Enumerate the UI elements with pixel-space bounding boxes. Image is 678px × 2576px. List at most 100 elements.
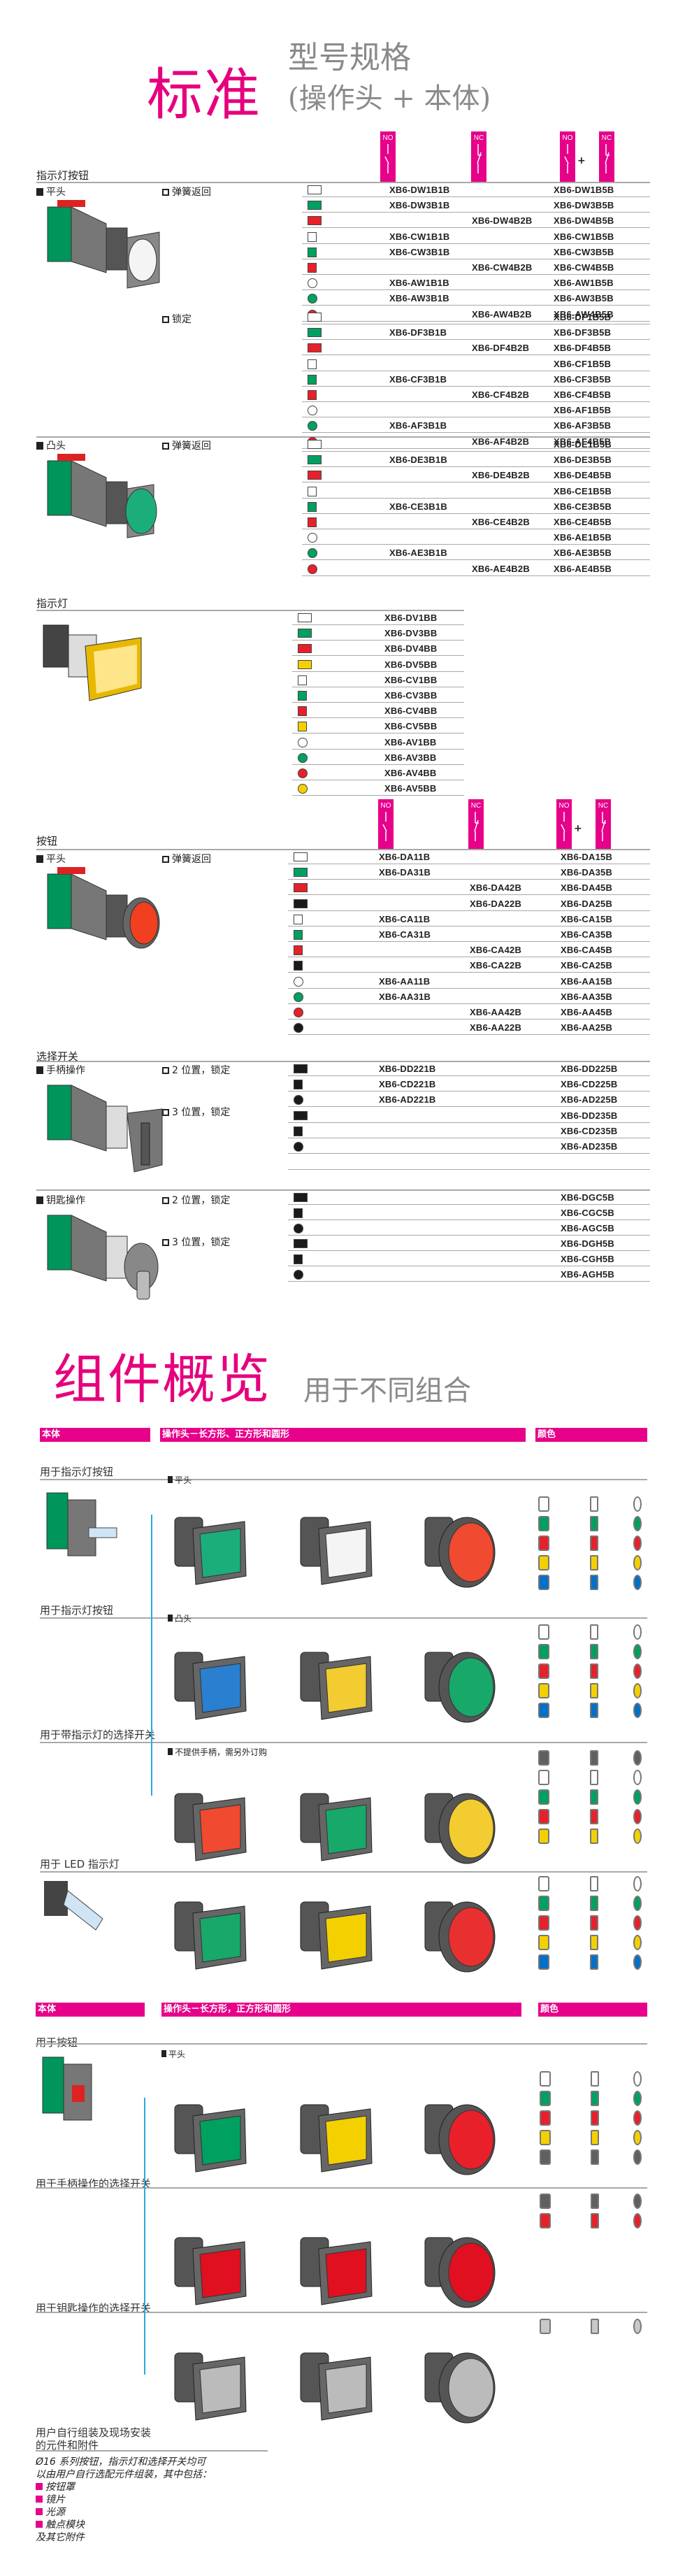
no-contact-header: NO	[556, 799, 572, 850]
part-number: XB6-AW3B1B	[389, 293, 449, 304]
white-sq-swatch-icon	[308, 486, 317, 496]
white-wide-swatch-icon	[298, 613, 312, 622]
blue-color-chip-icon	[590, 1703, 598, 1718]
red-sq-swatch-icon	[298, 706, 307, 717]
overview-title: 组件概览	[53, 1348, 271, 1410]
footer-item: 触点模块	[36, 2519, 212, 2531]
part-number: XB6-CA31B	[379, 929, 431, 940]
green-color-chip-icon	[633, 1789, 642, 1805]
two-position-label: 2 位置，锁定	[162, 1193, 230, 1207]
white-color-chip-icon	[540, 2071, 551, 2087]
part-number: XB6-AF4B5B	[554, 436, 612, 447]
part-number: XB6-CV1BB	[384, 674, 438, 685]
yellow-color-chip-icon	[538, 1683, 549, 1698]
green-circ-swatch-icon	[298, 752, 308, 763]
part-number: XB6-AV3BB	[384, 752, 437, 763]
bar-color: 颜色	[535, 1428, 647, 1442]
part-number: XB6-CV5BB	[384, 721, 438, 732]
overview-group-label: 用于手柄操作的选择开关	[36, 2177, 152, 2190]
part-number: XB6-CGC5B	[561, 1208, 614, 1219]
overview-group-sublabel: 凸头	[168, 1612, 192, 1624]
yellow-color-chip-icon	[538, 1935, 549, 1950]
nc-label: NC	[470, 802, 482, 810]
overview-group-sublabel: 不提供手柄，需另外订购	[168, 1746, 267, 1758]
part-number: XB6-DGC5B	[561, 1192, 614, 1203]
divider	[36, 1061, 650, 1062]
green-sq-swatch-icon	[308, 501, 317, 512]
part-number: XB6-CE4B5B	[554, 517, 612, 527]
blue-color-chip-icon	[590, 1954, 598, 1970]
red-color-chip-icon	[633, 1536, 642, 1551]
selector-key-image	[36, 1204, 169, 1312]
green-circ-swatch-icon	[308, 294, 317, 304]
white-color-chip-icon	[590, 1624, 598, 1640]
part-number: XB6-AE1B5B	[554, 532, 612, 543]
part-number: XB6-AE3B5B	[554, 548, 612, 559]
red-wide-swatch-icon	[308, 471, 322, 480]
overview-group-sublabel: 平头	[161, 2048, 185, 2060]
white-sq-swatch-icon	[308, 231, 317, 242]
divider	[36, 2043, 647, 2045]
table-row: XB6-DE1B5B	[302, 438, 650, 452]
footer-item: 镜片	[36, 2493, 212, 2506]
pushbutton-flush-image	[36, 863, 162, 964]
section-title-illuminated-pushbuttons: 指示灯按钮	[36, 169, 89, 182]
white-color-chip-icon	[590, 1770, 598, 1785]
part-number: XB6-DF4B2B	[472, 343, 530, 354]
green-color-chip-icon	[540, 2091, 551, 2106]
divider	[36, 1189, 650, 1191]
part-number: XB6-DW3B5B	[554, 200, 614, 211]
nc-contact-header: NC	[468, 799, 484, 850]
white-circ-swatch-icon	[308, 278, 317, 289]
illuminated-pushbutton-flush-image	[36, 196, 162, 296]
part-number: XB6-CE1B5B	[554, 485, 612, 496]
part-number: XB6-CD225B	[561, 1079, 618, 1090]
footer-title-line1: 用户自行组装及现场安装	[36, 2426, 152, 2439]
spring-return-label: 弹簧返回	[162, 185, 211, 199]
nc-label: NC	[473, 134, 484, 142]
green-wide-swatch-icon	[308, 201, 322, 210]
no-label: NO	[380, 802, 391, 810]
part-number: XB6-AD235B	[561, 1141, 618, 1152]
white-color-chip-icon	[538, 1624, 549, 1640]
red-color-chip-icon	[590, 1663, 598, 1679]
part-number: XB6-CA22B	[470, 960, 522, 971]
divider	[36, 610, 464, 611]
nc-label: NC	[598, 802, 609, 810]
nc-label: NC	[601, 134, 612, 142]
part-number: XB6-DE3B5B	[554, 455, 612, 466]
white-color-chip-icon	[538, 1496, 549, 1512]
white-sq-swatch-icon	[308, 359, 317, 369]
white-color-chip-icon	[633, 1624, 642, 1640]
table-row: XB6-AF1B5B	[302, 403, 650, 418]
table-row: XB6-DV1BB	[292, 611, 464, 625]
table-row: XB6-CGC5B	[288, 1206, 650, 1221]
white-color-chip-icon	[590, 1496, 598, 1512]
black-circ-swatch-icon	[294, 1142, 303, 1152]
divider	[36, 436, 650, 438]
nc-contact-header: NC	[596, 799, 611, 850]
operator-head-image	[294, 1503, 384, 1597]
no-contact-header: NO	[378, 799, 394, 850]
table-row: XB6-AV3BB	[292, 751, 464, 765]
part-number: XB6-AW3B5B	[554, 293, 614, 304]
white-color-chip-icon	[538, 1876, 549, 1891]
table-row: XB6-CV4BB	[292, 704, 464, 719]
green-color-chip-icon	[590, 1516, 598, 1531]
white-circ-swatch-icon	[308, 406, 317, 416]
table-row: XB6-DF1B5B	[302, 310, 650, 324]
white-wide-swatch-icon	[308, 313, 322, 322]
overview-group-label: 用于指示灯按钮	[40, 1604, 114, 1617]
part-number: XB6-AE4B5B	[554, 563, 612, 574]
part-number: XB6-AA45B	[561, 1007, 613, 1017]
spring-return-label: 弹簧返回	[162, 438, 211, 452]
part-number: XB6-CW3B5B	[554, 246, 614, 257]
